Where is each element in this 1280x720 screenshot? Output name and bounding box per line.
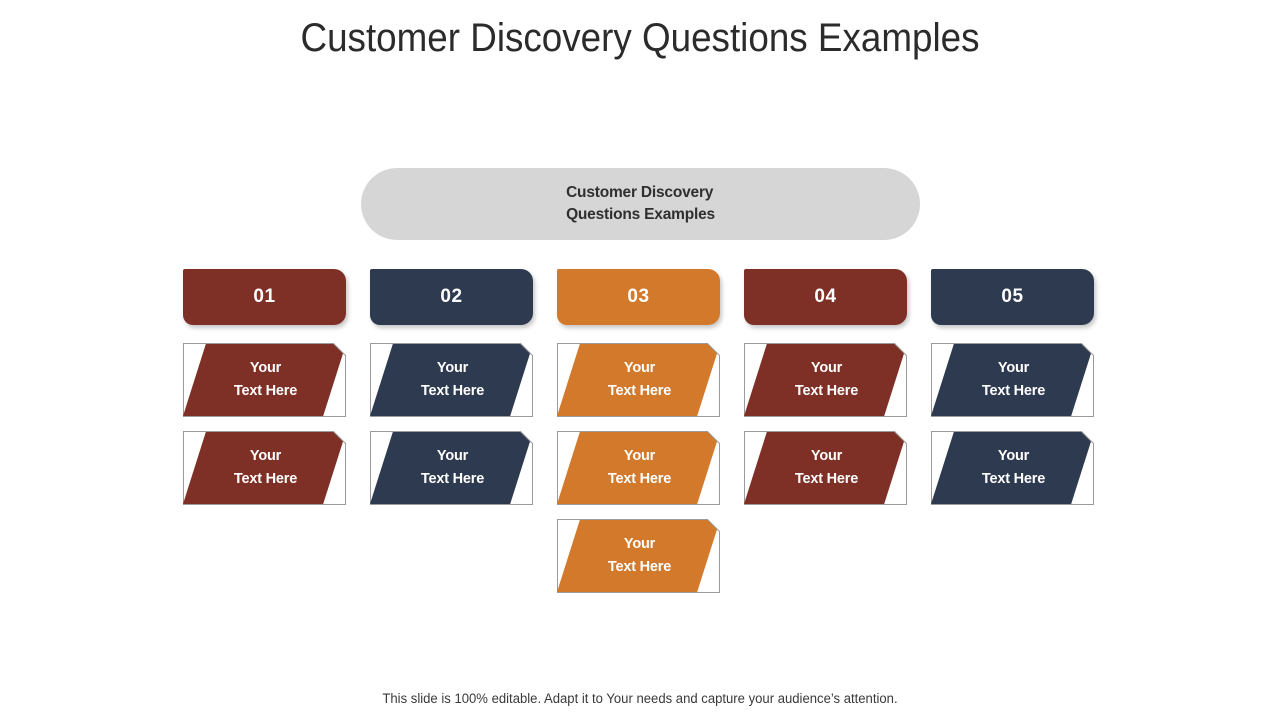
number-badge-label: 03 [627, 286, 650, 307]
card-text-label: Your Text Here [607, 360, 672, 399]
center-topic-node[interactable]: Customer Discovery Questions Examples [361, 168, 920, 240]
card-text-label: Your Text Here [981, 360, 1046, 399]
number-badge-03[interactable]: 03 [557, 269, 720, 325]
number-badge-05[interactable]: 05 [931, 269, 1094, 325]
card-text-label: Your Text Here [233, 448, 298, 487]
card-parallelogram [557, 520, 720, 592]
number-badge-04[interactable]: 04 [744, 269, 907, 325]
card-text-label: Your Text Here [420, 448, 485, 487]
text-card[interactable]: Your Text Here [744, 343, 907, 417]
card-parallelogram [370, 344, 533, 416]
card-text-label: Your Text Here [794, 448, 859, 487]
text-card[interactable]: Your Text Here [557, 343, 720, 417]
footer-note: This slide is 100% editable. Adapt it to… [382, 691, 898, 706]
center-topic-label: Customer Discovery Questions Examples [566, 184, 715, 223]
text-card[interactable]: Your Text Here [744, 431, 907, 505]
number-badge-label: 04 [814, 286, 837, 307]
card-parallelogram [370, 432, 533, 504]
number-badge-label: 02 [440, 286, 463, 307]
text-card[interactable]: Your Text Here [370, 431, 533, 505]
text-card[interactable]: Your Text Here [370, 343, 533, 417]
number-badge-02[interactable]: 02 [370, 269, 533, 325]
card-text-label: Your Text Here [607, 536, 672, 575]
text-card[interactable]: Your Text Here [557, 519, 720, 593]
card-text-label: Your Text Here [794, 360, 859, 399]
number-badge-label: 05 [1001, 286, 1024, 307]
card-parallelogram [744, 432, 907, 504]
card-text-label: Your Text Here [981, 448, 1046, 487]
text-card[interactable]: Your Text Here [557, 431, 720, 505]
card-parallelogram [744, 344, 907, 416]
page-title: Customer Discovery Questions Examples [300, 16, 980, 60]
text-card[interactable]: Your Text Here [931, 431, 1094, 505]
card-parallelogram [931, 344, 1094, 416]
text-card[interactable]: Your Text Here [183, 431, 346, 505]
card-parallelogram [931, 432, 1094, 504]
number-badge-label: 01 [253, 286, 276, 307]
number-badge-01[interactable]: 01 [183, 269, 346, 325]
text-card[interactable]: Your Text Here [931, 343, 1094, 417]
card-text-label: Your Text Here [420, 360, 485, 399]
card-parallelogram [183, 432, 346, 504]
card-parallelogram [183, 344, 346, 416]
card-text-label: Your Text Here [233, 360, 298, 399]
card-parallelogram [557, 432, 720, 504]
card-parallelogram [557, 344, 720, 416]
card-text-label: Your Text Here [607, 448, 672, 487]
text-card[interactable]: Your Text Here [183, 343, 346, 417]
